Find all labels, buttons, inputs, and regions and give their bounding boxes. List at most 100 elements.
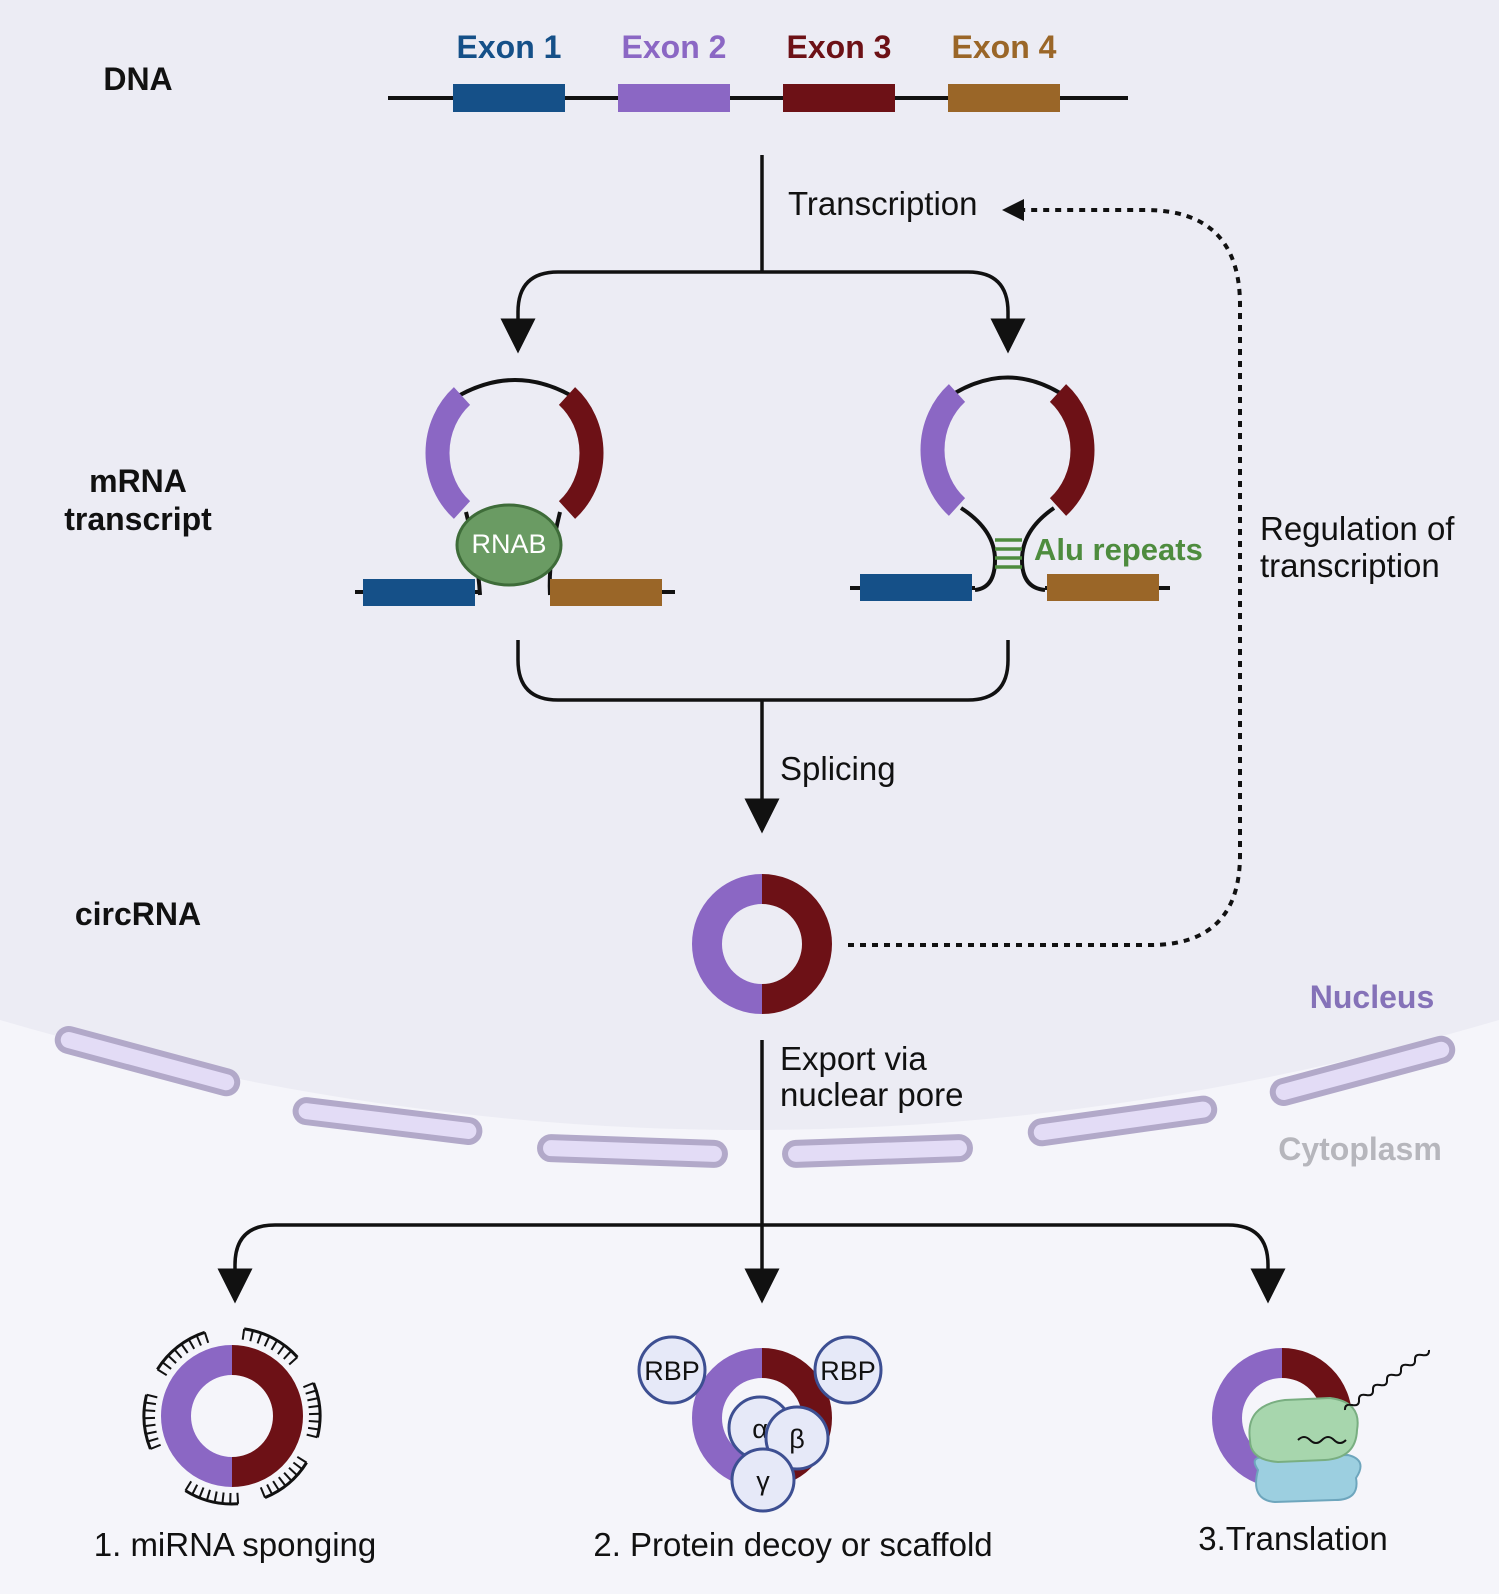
rbp-right-label: RBP	[820, 1356, 876, 1386]
nucleus-label: Nucleus	[1310, 979, 1434, 1015]
mirna-base-tick	[144, 1423, 156, 1428]
nuclear-envelope	[54, 1026, 1456, 1168]
mrna-rnab-pathway: RNAB	[355, 378, 675, 606]
mirna-base-tick	[307, 1397, 319, 1402]
mirna-base-tick	[266, 1484, 273, 1495]
peptide-chain	[1343, 1349, 1431, 1411]
mirna-base-tick	[195, 1335, 202, 1346]
protein-decoy-illustration: RBP RBP α β γ	[637, 1335, 883, 1513]
rnab-label: RNAB	[471, 529, 546, 559]
mirna-strand	[184, 1489, 239, 1506]
mirna-strand	[142, 1394, 152, 1450]
alu-exon-3-arc	[1049, 384, 1095, 516]
rnab-protein	[455, 503, 563, 587]
export-branch-right	[762, 1223, 1286, 1304]
mirna-base-tick	[283, 1350, 292, 1360]
alu-intron-right	[1019, 506, 1056, 592]
mirna-strand	[243, 1327, 299, 1359]
splicing-label: Splicing	[780, 750, 896, 787]
sponge-exon-2-half	[161, 1345, 233, 1487]
transcription-label: Transcription	[788, 185, 978, 222]
regulation-arrowhead	[1002, 199, 1024, 221]
mirna-strand	[156, 1330, 206, 1371]
regulation-feedback-line	[848, 208, 1242, 947]
dna-exon-3	[783, 84, 895, 112]
exon-4-label: Exon 4	[952, 29, 1057, 65]
mirna-base-tick	[288, 1467, 298, 1476]
mirna-base-tick	[303, 1382, 314, 1389]
mirna-base-tick	[307, 1426, 320, 1431]
protein-beta-label: β	[789, 1424, 805, 1454]
mirna-strand	[264, 1461, 308, 1499]
alu-repeats-label: Alu repeats	[1034, 532, 1203, 567]
mirna-base-tick	[277, 1344, 286, 1355]
mirna-base-tick	[191, 1484, 199, 1495]
rnab-exon-2-arc	[425, 387, 471, 519]
export-label-line1: Export via	[780, 1040, 927, 1077]
mirna-base-tick	[256, 1332, 263, 1344]
transcription-branch-right	[762, 270, 1026, 354]
rbp-right-protein	[813, 1335, 883, 1405]
alu-exon-4	[1047, 574, 1159, 601]
mirna-base-tick	[241, 1328, 246, 1340]
splicing-arrows	[516, 640, 1010, 834]
exon-2-label: Exon 2	[622, 29, 727, 65]
mirna-base-tick	[144, 1401, 157, 1406]
mirna-base-tick	[236, 1492, 240, 1504]
mirna-base-tick	[167, 1354, 177, 1364]
mirna-base-tick	[173, 1348, 183, 1359]
function-decoy-label: 2. Protein decoy or scaffold	[593, 1526, 992, 1563]
exon-1-label: Exon 1	[457, 29, 562, 65]
mirna-base-tick	[272, 1480, 280, 1491]
translation-illustration	[1212, 1348, 1431, 1504]
dna-exon-1	[453, 84, 565, 112]
exon-3-label: Exon 3	[787, 29, 892, 65]
mirna-sponging-illustration	[142, 1327, 322, 1506]
mirna-base-tick	[259, 1487, 266, 1498]
circrna-exon-3-half	[761, 874, 832, 1014]
mrna-alu-pathway: Alu repeats	[850, 375, 1203, 601]
regulation-label-line1: Regulation of	[1260, 510, 1455, 547]
circrna-exon-2-half	[692, 874, 763, 1014]
circrna-label: circRNA	[75, 896, 201, 932]
mirna-base-tick	[213, 1491, 218, 1503]
nuclear-pore-6	[1269, 1035, 1456, 1106]
mirna-base-tick	[198, 1487, 205, 1499]
mirna-base-tick	[145, 1430, 157, 1435]
mirna-base-tick	[187, 1338, 196, 1350]
mirna-base-tick	[147, 1437, 159, 1443]
mirna-base-tick	[146, 1393, 158, 1399]
mirna-base-tick	[305, 1389, 317, 1395]
mirna-base-tick	[144, 1409, 156, 1412]
mirna-base-tick	[292, 1461, 303, 1470]
rbp-left-label: RBP	[644, 1356, 700, 1386]
nuclear-pore-3	[537, 1134, 728, 1168]
mirna-base-tick	[203, 1331, 210, 1344]
mirna-base-tick	[205, 1489, 211, 1501]
alu-exon-1	[860, 574, 972, 601]
export-label-line2: nuclear pore	[780, 1076, 963, 1113]
mirna-strand	[312, 1382, 322, 1438]
dna-label: DNA	[103, 61, 172, 97]
mirna-base-tick	[308, 1404, 320, 1409]
mirna-base-tick	[288, 1356, 299, 1366]
mirna-base-tick	[306, 1433, 318, 1439]
cytoplasm-label: Cytoplasm	[1278, 1131, 1442, 1167]
ribosome-large-subunit	[1248, 1396, 1359, 1464]
mirna-base-tick	[156, 1368, 168, 1377]
mirna-base-tick	[161, 1361, 172, 1370]
mrna-in-ribosome	[1297, 1436, 1347, 1444]
regulation-label-line2: transcription	[1260, 547, 1440, 584]
nucleus-region	[0, 0, 1499, 1130]
dna-exon-2	[618, 84, 730, 112]
rnab-exon-4	[550, 579, 662, 606]
alu-base-pairs	[995, 538, 1022, 569]
rbp-left-protein	[637, 1335, 707, 1405]
rnab-exon-1	[363, 579, 475, 606]
transcription-branch-left	[500, 270, 762, 354]
rnab-intron-top	[459, 378, 571, 397]
dna-exon-4	[948, 84, 1060, 112]
mirna-base-tick	[150, 1443, 161, 1450]
